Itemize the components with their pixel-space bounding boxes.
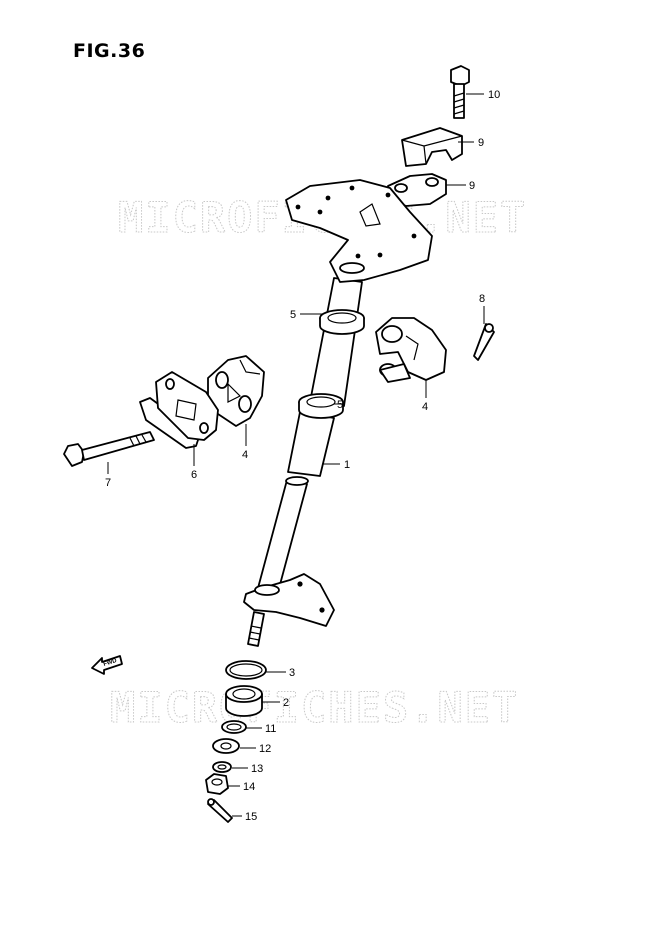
callout-4-left: 4 xyxy=(242,449,248,461)
part-5-lower-bushing xyxy=(298,393,344,419)
part-2-bearing xyxy=(225,685,263,717)
part-7-long-bolt xyxy=(63,431,155,467)
part-5-upper-bushing xyxy=(319,309,365,335)
callout-6: 6 xyxy=(191,469,197,481)
callout-11: 11 xyxy=(265,723,276,735)
callout-15: 15 xyxy=(245,811,257,823)
callout-5-upper: 5 xyxy=(290,309,296,321)
callout-numbers: 10 9 9 5 8 5 4 1 4 6 7 3 2 11 12 13 14 1… xyxy=(105,89,500,823)
leader-lines xyxy=(107,93,485,817)
part-10-bolt xyxy=(450,65,470,119)
part-15-cotter-pin xyxy=(207,798,233,823)
callout-2: 2 xyxy=(283,697,289,709)
callout-10: 10 xyxy=(488,89,500,101)
callout-13: 13 xyxy=(251,763,263,775)
callout-7: 7 xyxy=(105,477,111,489)
callout-8: 8 xyxy=(479,293,485,305)
callout-14: 14 xyxy=(243,781,255,793)
fwd-label: FWD xyxy=(103,658,118,668)
callout-12: 12 xyxy=(259,743,271,755)
callout-4-right: 4 xyxy=(422,401,428,413)
watermark-bottom: MICROFICHES.NET xyxy=(110,683,519,732)
part-8-cotter-pin xyxy=(473,323,495,361)
shaft-threaded-stub xyxy=(247,611,265,647)
lower-bracket-plate xyxy=(243,573,335,627)
part-14-nut xyxy=(205,773,229,795)
fwd-arrow-icon: FWD xyxy=(91,655,123,675)
callout-9-upper: 9 xyxy=(478,137,484,149)
callout-5-lower: 5 xyxy=(337,399,343,411)
figure-title: FIG.36 xyxy=(73,40,146,62)
callout-1: 1 xyxy=(344,459,350,471)
upper-bracket-plate xyxy=(285,179,433,283)
callout-9-lower: 9 xyxy=(469,180,475,192)
part-3-o-ring xyxy=(225,660,267,680)
part-13-washer xyxy=(212,761,232,773)
part-9-upper-clamp xyxy=(401,127,463,167)
part-12-washer xyxy=(212,738,240,754)
part-11-washer xyxy=(221,720,247,734)
part-6-holder-plate xyxy=(139,371,219,449)
part-4-right-clamp xyxy=(375,317,447,383)
callout-3: 3 xyxy=(289,667,295,679)
